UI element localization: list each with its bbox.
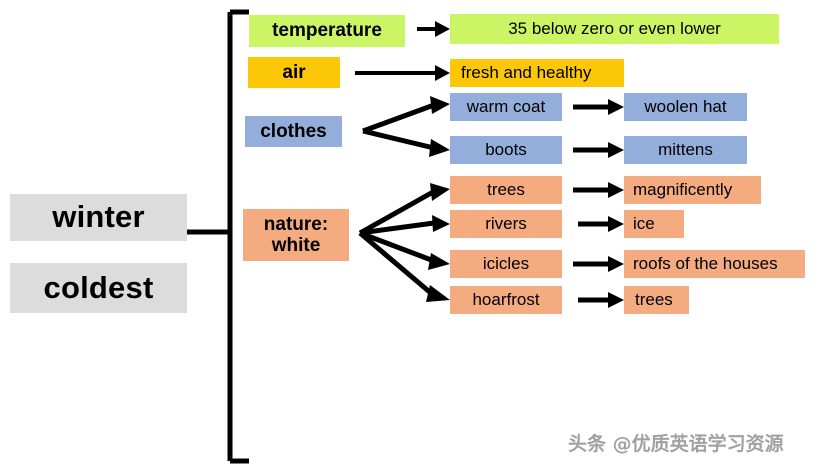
value-nature-magnificently: magnificently	[624, 176, 761, 204]
category-temperature: temperature	[249, 15, 405, 47]
value-clothes-boots: boots	[450, 136, 562, 164]
value-nature-hoarfrost: hoarfrost	[450, 286, 562, 314]
arrow-boots-to-mittens	[573, 142, 624, 158]
category-clothes: clothes	[245, 116, 342, 147]
root-term-coldest: coldest	[10, 263, 187, 313]
category-nature-line1: nature:	[263, 213, 329, 235]
root-term-winter: winter	[10, 194, 187, 241]
arrow-nature-fan	[358, 183, 450, 302]
value-air-detail: fresh and healthy	[450, 59, 624, 87]
root-bracket	[187, 9, 249, 464]
value-clothes-warm-coat: warm coat	[450, 93, 562, 121]
value-nature-trees-2: trees	[624, 286, 689, 314]
arrow-icicles-to-roofs	[573, 256, 624, 272]
value-nature-trees: trees	[450, 176, 562, 204]
watermark-text: 头条 @优质英语学习资源	[568, 433, 784, 455]
value-clothes-woolen-hat: woolen hat	[624, 93, 747, 121]
value-nature-ice: ice	[624, 210, 684, 238]
arrow-trees-to-magnificently	[573, 182, 624, 198]
value-nature-icicles: icicles	[450, 250, 562, 278]
arrow-air	[355, 65, 450, 81]
arrow-rivers-to-ice	[578, 216, 624, 232]
arrow-temperature	[417, 21, 450, 37]
value-nature-roofs: roofs of the houses	[624, 250, 805, 278]
value-clothes-mittens: mittens	[624, 136, 747, 164]
category-nature-line2: white	[271, 235, 321, 256]
value-nature-rivers: rivers	[450, 210, 562, 238]
category-air: air	[248, 57, 340, 88]
arrow-clothes-fan	[362, 96, 450, 157]
arrow-warm-coat-to-woolen-hat	[573, 99, 624, 115]
category-nature: nature: white	[243, 209, 349, 261]
value-temperature-detail: 35 below zero or even lower	[450, 14, 779, 44]
arrow-hoarfrost-to-trees	[578, 292, 624, 308]
